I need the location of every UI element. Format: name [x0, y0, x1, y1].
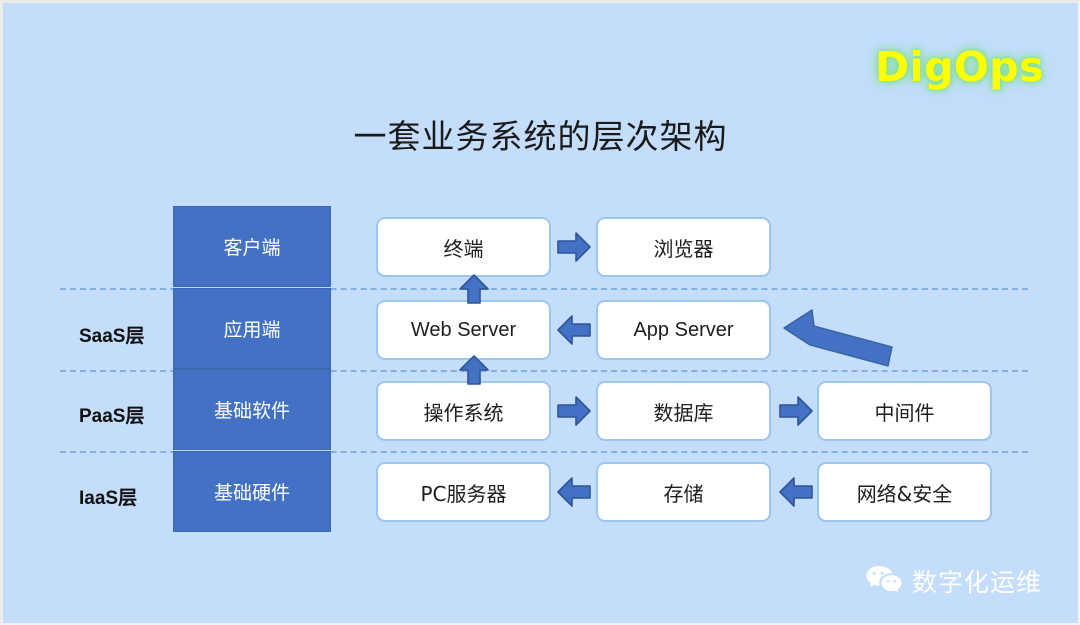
node-middleware[interactable]: 中间件: [817, 381, 992, 441]
arrow-left-app-to-web-server: [557, 314, 591, 346]
brand-logo: DigOps: [875, 43, 1045, 91]
page-title: 一套业务系统的层次架构: [353, 117, 728, 156]
stack-cell-base-software: 基础软件: [173, 369, 331, 450]
node-network-security[interactable]: 网络&安全: [817, 462, 992, 522]
stack-cell-application: 应用端: [173, 288, 331, 369]
tier-label-iaas: IaaS层: [79, 488, 138, 509]
node-database[interactable]: 数据库: [596, 381, 771, 441]
layer-stack-column: 客户端 应用端 基础软件 基础硬件: [173, 206, 331, 532]
arrow-left-storage-to-pc-server: [557, 476, 591, 508]
arrow-left-network-to-storage: [779, 476, 813, 508]
node-app-server[interactable]: App Server: [596, 300, 771, 360]
node-operating-system[interactable]: 操作系统: [376, 381, 551, 441]
watermark-text: 数字化运维: [912, 568, 1043, 597]
node-storage[interactable]: 存储: [596, 462, 771, 522]
separator-paas-iaas: [60, 451, 1028, 453]
separator-client-saas: [60, 288, 1028, 290]
wechat-icon: [865, 564, 903, 599]
arrow-right-database-to-middleware: [779, 395, 813, 427]
stack-cell-client: 客户端: [173, 206, 331, 287]
arrow-right-os-to-database: [557, 395, 591, 427]
tier-label-saas: SaaS层: [79, 326, 145, 347]
arrow-up-pc-server-to-os: [458, 355, 490, 385]
node-browser[interactable]: 浏览器: [596, 217, 771, 277]
node-pc-server[interactable]: PC服务器: [376, 462, 551, 522]
node-web-server[interactable]: Web Server: [376, 300, 551, 360]
node-terminal[interactable]: 终端: [376, 217, 551, 277]
arrow-right-terminal-to-browser: [557, 231, 591, 263]
tier-label-paas: PaaS层: [79, 406, 145, 427]
separator-saas-paas: [60, 370, 1028, 372]
callout-arrow-saas: [782, 306, 894, 368]
stack-cell-base-hardware: 基础硬件: [173, 451, 331, 532]
watermark: 数字化运维: [865, 563, 1042, 599]
arrow-up-web-server-to-terminal: [458, 274, 490, 304]
